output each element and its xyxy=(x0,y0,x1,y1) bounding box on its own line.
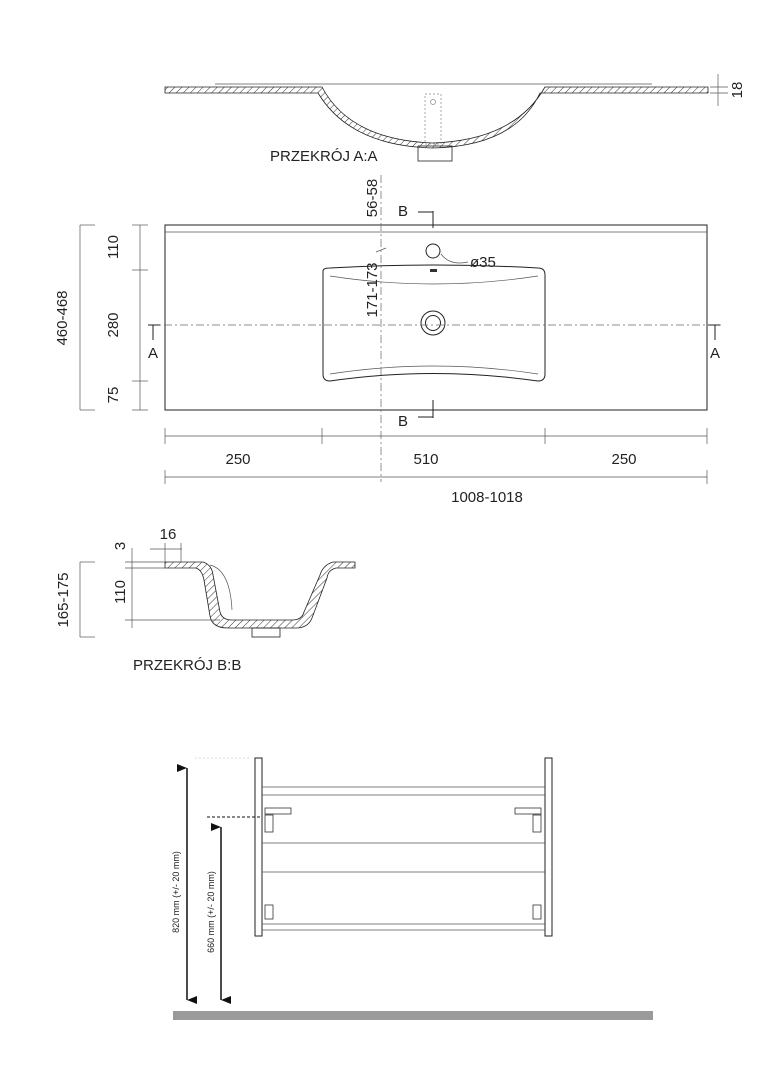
dim-tap-hole: ø35 xyxy=(470,254,496,271)
marker-b-top: B xyxy=(398,203,408,220)
basin-outline xyxy=(322,264,546,382)
tap-hole xyxy=(425,243,441,259)
dim-depth-back: 110 xyxy=(105,235,122,259)
drain-trap xyxy=(417,145,453,162)
marker-a-right: A xyxy=(710,345,720,362)
dim-width-total: 1008-1018 xyxy=(451,489,523,506)
drain-hole xyxy=(420,310,446,336)
dim-tap-offset: 56-58 xyxy=(364,179,381,217)
dim-rim: 3 xyxy=(112,542,129,550)
section-bb-label: PRZEKRÓJ B:B xyxy=(133,657,241,674)
section-bb: 16 3 110 165-175 PRZEKRÓJ B:B xyxy=(55,526,356,674)
dim-depth-basin: 280 xyxy=(105,312,122,337)
dim-width-basin: 510 xyxy=(413,451,438,468)
dim-total-height: 165-175 xyxy=(55,572,72,627)
section-aa: 18 PRZEKRÓJ A:A xyxy=(164,74,746,165)
dim-depth-front: 75 xyxy=(105,387,122,404)
countertop-outline xyxy=(164,224,708,411)
cabinet-elevation: 820 mm (+/- 20 mm) 660 mm (+/- 20 mm) xyxy=(171,757,653,1020)
marker-b-bottom: B xyxy=(398,413,408,430)
dim-depth-total: 460-468 xyxy=(54,290,71,345)
dim-edge: 16 xyxy=(160,526,177,543)
dim-drain-offset: 171-173 xyxy=(364,262,381,317)
hanging-bracket-icon xyxy=(264,807,542,920)
dim-height-mount: 660 mm (+/- 20 mm) xyxy=(206,871,216,953)
marker-a-left: A xyxy=(148,345,158,362)
floor xyxy=(173,1011,653,1020)
dim-basin-depth: 110 xyxy=(112,580,129,604)
dim-width-left: 250 xyxy=(225,451,250,468)
dim-width-right: 250 xyxy=(611,451,636,468)
dim-height-top: 820 mm (+/- 20 mm) xyxy=(171,851,181,933)
dim-thickness: 18 xyxy=(729,82,746,99)
plan-view: B B A A 56-58 171-173 ø35 460-468 110 28… xyxy=(54,175,722,506)
section-aa-label: PRZEKRÓJ A:A xyxy=(270,148,378,165)
